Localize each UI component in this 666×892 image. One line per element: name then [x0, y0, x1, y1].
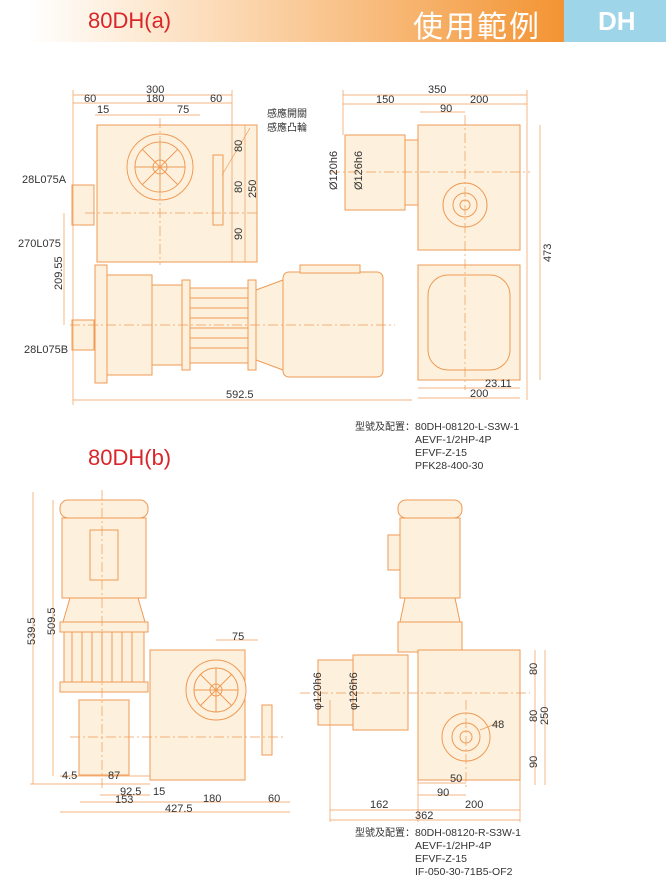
header-gradient-bar [28, 0, 564, 42]
dim-dia-120h6: Ø120h6 [328, 151, 340, 190]
dim-153: 153 [115, 794, 133, 806]
motor-vertical-side [399, 517, 461, 599]
page-header: 80DH(a) 使用範例 DH [0, 0, 666, 45]
motor-flange-cylinder [344, 134, 406, 211]
dim-200-bottom: 200 [470, 388, 488, 400]
drawing-b-side-view: φ120h6 φ126h6 80 80 250 90 48 50 90 162 … [300, 499, 551, 822]
dim-80-top: 80 [233, 140, 245, 152]
reducer-b [78, 699, 130, 776]
dim-592-5: 592.5 [226, 389, 254, 401]
dim-dia-126h6: Ø126h6 [353, 151, 365, 190]
label-sensor-cam: 感應凸輪 [267, 121, 307, 134]
dim-92-5: 92.5 [120, 786, 141, 798]
dim-48: 48 [492, 719, 504, 731]
label-28l075b: 28L075B [24, 344, 68, 356]
dim-80-mid: 80 [233, 181, 245, 193]
dim-180: 180 [203, 793, 221, 805]
dim-75: 75 [177, 104, 189, 116]
spec-line: 80DH-08120-L-S3W-1 [415, 421, 520, 433]
drawing-a-front-view: 300 60 180 60 15 75 80 80 90 250 209.55 … [18, 84, 412, 405]
dim-90: 90 [440, 103, 452, 115]
dim-300: 300 [146, 84, 164, 96]
dim-250: 250 [539, 707, 551, 725]
dim-phi-126h6: φ126h6 [348, 672, 360, 710]
label-sensor-switch: 感應開關 [267, 107, 307, 120]
dim-50: 50 [450, 773, 462, 785]
dim-4-5: 4.5 [62, 770, 77, 782]
section-title-b: 80DH(b) [88, 445, 172, 470]
dim-427-5: 427.5 [165, 803, 193, 815]
dim-60: 60 [268, 793, 280, 805]
drawing-b-front-view: 539.5 509.5 75 4.5 87 92.5 15 153 180 60… [26, 490, 290, 815]
dim-60-left: 60 [84, 93, 96, 105]
dim-150: 150 [376, 94, 394, 106]
dim-200: 200 [470, 94, 488, 106]
label-28l075a: 28L075A [22, 174, 67, 186]
spec-line: 80DH-08120-R-S3W-1 [415, 827, 522, 839]
spec-line: AEVF-1/2HP-4P [415, 434, 492, 446]
dim-80-mid: 80 [528, 710, 540, 722]
spec-line: AEVF-1/2HP-4P [415, 840, 492, 852]
label-270l075: 270L075 [18, 238, 61, 250]
indexer-housing-side [417, 124, 521, 251]
cylinder-b [317, 659, 354, 726]
dim-473: 473 [542, 244, 554, 262]
dim-60-right: 60 [210, 93, 222, 105]
dim-75: 75 [232, 631, 244, 643]
dim-15: 15 [153, 786, 165, 798]
dim-15: 15 [97, 104, 109, 116]
spec-line: PFK28-400-30 [415, 460, 484, 472]
series-code: DH [598, 6, 636, 36]
dim-509-5: 509.5 [46, 607, 58, 635]
dim-23-11: 23.11 [485, 378, 512, 390]
header-code-block [564, 0, 666, 42]
dim-90-vertical: 90 [528, 756, 540, 768]
drawing-a-side-view: 350 150 200 90 Ø120h6 Ø126h6 473 23.11 2… [328, 84, 554, 400]
spec-label-b: 型號及配置： [355, 828, 415, 839]
dim-162: 162 [370, 799, 388, 811]
page-title: 使用範例 [413, 10, 541, 45]
dim-539-5: 539.5 [26, 617, 38, 645]
spec-line: EFVF-Z-15 [415, 447, 467, 459]
dim-209-55: 209.55 [53, 256, 65, 290]
dim-250: 250 [247, 180, 259, 198]
motor [282, 271, 384, 378]
motor-fins-vertical [63, 631, 145, 683]
dim-180: 180 [146, 93, 164, 105]
dim-87: 87 [108, 770, 120, 782]
spec-line: EFVF-Z-15 [415, 853, 467, 865]
dim-200: 200 [465, 799, 483, 811]
spec-line: IF-050-30-71B5-OF2 [415, 866, 513, 878]
dim-362: 362 [415, 810, 433, 822]
dim-90: 90 [437, 787, 449, 799]
spec-label-a: 型號及配置： [355, 422, 415, 433]
dim-phi-120h6: φ120h6 [312, 672, 324, 710]
dim-350: 350 [428, 84, 446, 96]
section-title-a: 80DH(a) [88, 8, 172, 33]
motor-fins [189, 287, 249, 364]
dim-90: 90 [233, 228, 245, 240]
dim-80-top: 80 [528, 663, 540, 675]
